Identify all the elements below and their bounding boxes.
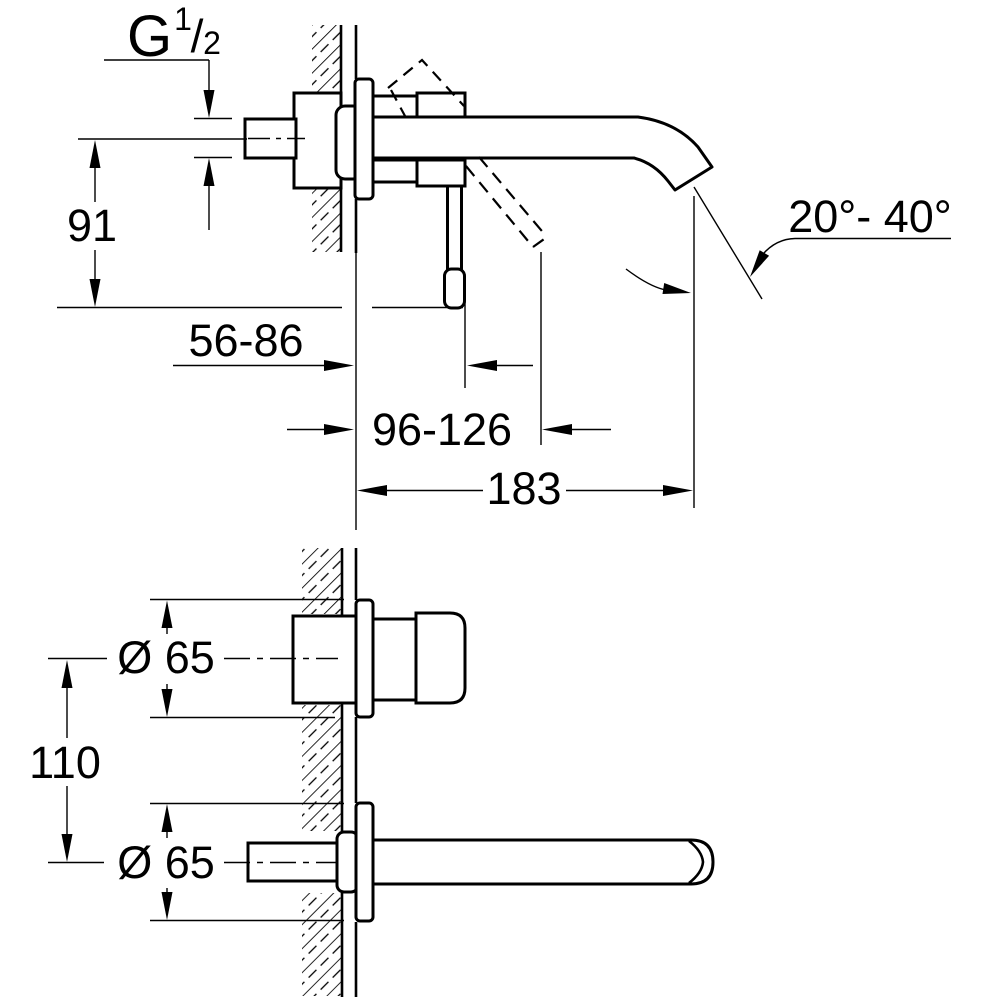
dim-183-arrow-left xyxy=(357,485,387,496)
dim-56-86: 56-86 xyxy=(173,283,533,388)
dim-91: 91 xyxy=(57,138,463,309)
angle-slant-line xyxy=(693,186,763,300)
dim-110-arrow-down xyxy=(61,834,73,862)
dia65s-arrow-down xyxy=(161,892,173,920)
dim-183: 183 xyxy=(357,196,695,514)
wall-hatch-b2 xyxy=(302,705,342,831)
spout-profile xyxy=(371,115,714,192)
dim-dia65-spout: Ø 65 xyxy=(117,802,344,922)
dim-91-arrow-up xyxy=(89,140,101,168)
g-half-leader xyxy=(104,59,210,92)
dim-dia65-handle: Ø 65 xyxy=(117,598,344,719)
shank-collar-bottom xyxy=(371,158,419,184)
dim-dia65-spout-label: Ø 65 xyxy=(117,837,215,888)
handle-lever-dashed-open xyxy=(465,156,548,248)
wall-hatch-lower xyxy=(312,188,341,252)
thread-label-g: G xyxy=(127,4,172,69)
spout-tip-inner-arc xyxy=(688,839,705,885)
escutcheon-side xyxy=(353,77,375,201)
dim-96-126-arrow-right xyxy=(324,424,354,435)
thread-label-denominator: 2 xyxy=(203,25,221,61)
handle-escutcheon xyxy=(354,598,375,719)
dia65s-arrow-up xyxy=(161,804,173,832)
handle-collar xyxy=(371,617,418,702)
dim-spout-angle: 20°- 40° xyxy=(625,186,952,300)
handle-lever-dashed-up xyxy=(387,58,465,117)
dim-thread-g-half: G 1 / 2 xyxy=(104,1,232,230)
dia65h-arrow-up xyxy=(161,600,173,628)
handle-knob xyxy=(414,611,467,705)
dim-110: 110 xyxy=(29,657,107,864)
angle-arc-arrow xyxy=(625,268,667,291)
side-view: G 1 / 2 91 56-86 xyxy=(57,1,952,530)
handle-base-top xyxy=(415,91,467,120)
angle-leader xyxy=(756,237,951,263)
dim-110-arrow-up xyxy=(61,660,73,688)
handle-concealed-box xyxy=(291,614,359,705)
dim-56-86-arrow-left xyxy=(467,360,497,371)
g-half-arrow-up xyxy=(203,158,215,186)
dim-angle-label: 20°- 40° xyxy=(788,191,952,242)
detail-view: Ø 65 110 Ø 65 xyxy=(29,548,715,997)
dim-56-86-label: 56-86 xyxy=(188,315,303,366)
angle-leader-arrowhead xyxy=(750,250,770,277)
wall-hatch-upper xyxy=(312,25,341,92)
handle-base-bottom xyxy=(415,158,467,188)
dim-dia65-handle-label: Ø 65 xyxy=(117,632,215,683)
dim-91-label: 91 xyxy=(67,200,117,251)
dim-96-126: 96-126 xyxy=(287,252,611,455)
thread-label-slash: / xyxy=(191,10,204,62)
spout-escutcheon xyxy=(354,801,375,923)
wall-hatch-b3 xyxy=(302,893,342,996)
union-nut xyxy=(292,91,343,190)
dim-91-arrow-down xyxy=(89,279,101,307)
dim-183-arrow-right xyxy=(663,485,693,496)
spout-tube xyxy=(371,838,715,886)
dim-110-label: 110 xyxy=(29,737,101,788)
dia65h-arrow-down xyxy=(161,689,173,717)
dim-183-label: 183 xyxy=(486,463,561,514)
angle-arc-arrowhead xyxy=(662,283,691,294)
handle-lever-neck xyxy=(446,186,463,270)
handle-lever-paddle xyxy=(443,267,466,310)
wall-hatch-b1 xyxy=(302,548,342,614)
dim-96-126-label: 96-126 xyxy=(372,404,512,455)
thread-label-numerator: 1 xyxy=(174,1,192,37)
dim-96-126-arrow-left xyxy=(542,424,572,435)
g-half-arrow-down xyxy=(203,90,215,118)
dim-56-86-arrow-right xyxy=(324,360,354,371)
